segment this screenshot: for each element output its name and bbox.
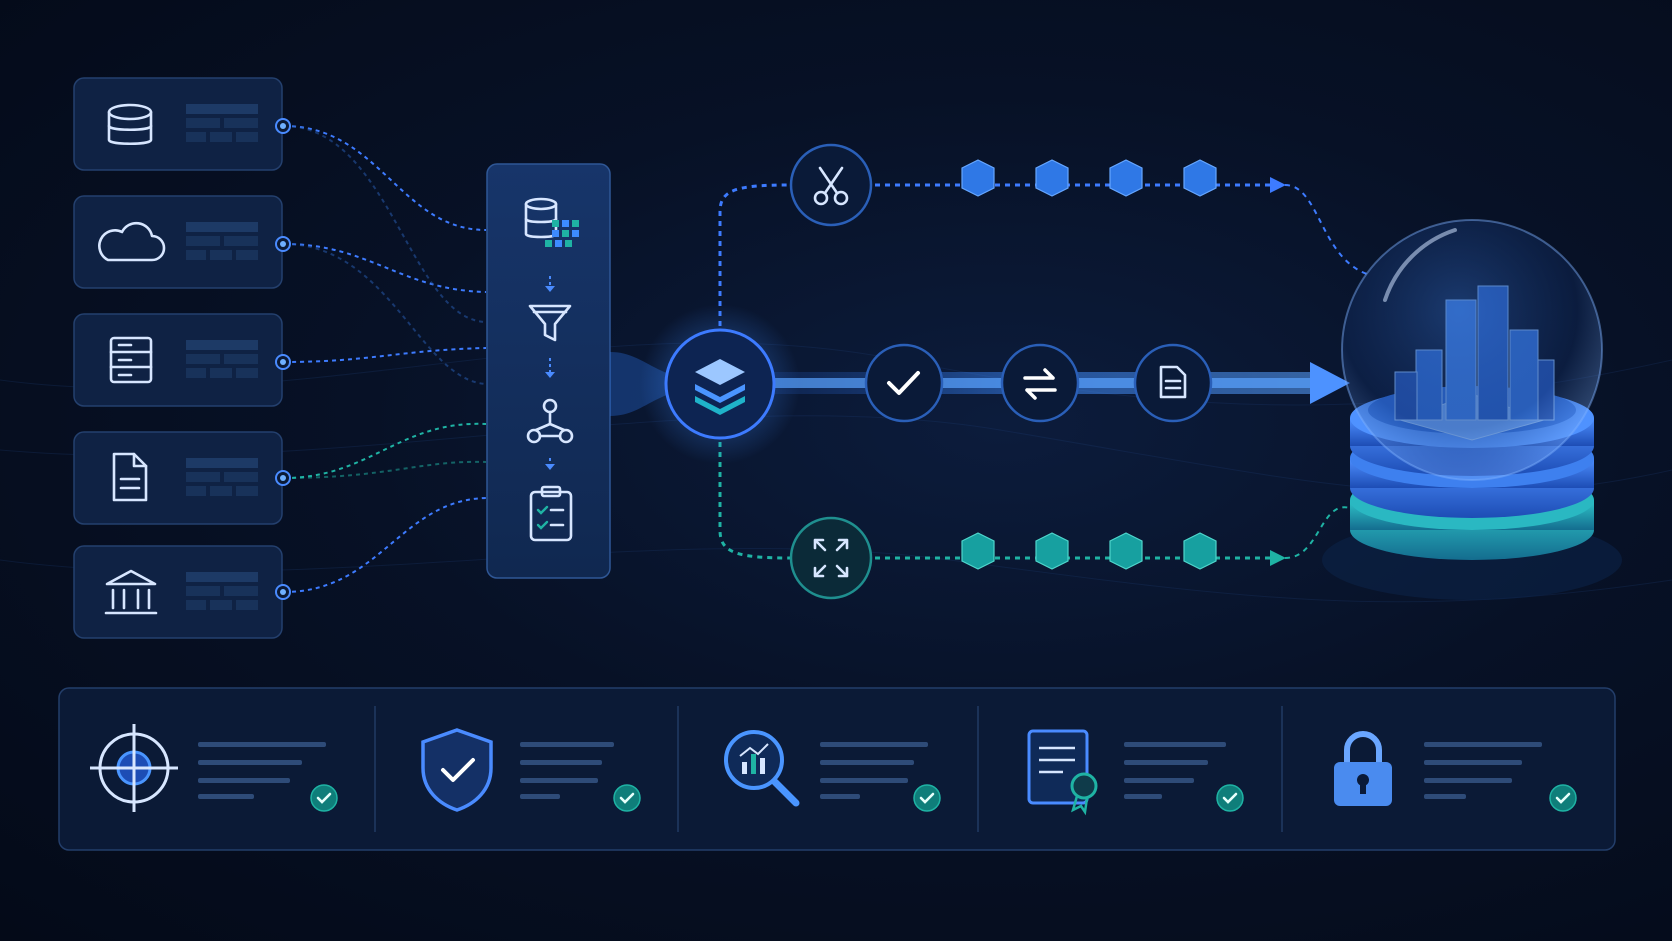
hub-node[interactable] bbox=[640, 304, 800, 464]
cube-icon bbox=[1035, 532, 1069, 570]
cube-icon bbox=[961, 159, 995, 197]
magnify-chart-icon bbox=[724, 730, 800, 807]
bottom-branch-cubes bbox=[961, 532, 1217, 570]
placeholder-text-lines bbox=[820, 742, 928, 799]
placeholder-text-lines bbox=[1124, 742, 1226, 799]
middle-node-document[interactable] bbox=[1133, 343, 1213, 423]
middle-node-transfer[interactable] bbox=[1000, 343, 1080, 423]
arrow-down-icon bbox=[545, 276, 555, 292]
cube-icon bbox=[1109, 532, 1143, 570]
certificate-icon bbox=[1027, 729, 1098, 816]
feature-item-shield[interactable] bbox=[421, 728, 641, 812]
check-circle-icon bbox=[1216, 784, 1244, 812]
padlock-icon bbox=[1334, 731, 1392, 806]
shield-check-icon bbox=[421, 728, 493, 812]
feature-item-analytics[interactable] bbox=[724, 730, 941, 812]
middle-node-check[interactable] bbox=[864, 343, 944, 423]
expand-node[interactable] bbox=[789, 516, 873, 600]
feature-item-target[interactable] bbox=[90, 724, 338, 812]
source-cards bbox=[73, 77, 283, 639]
placeholder-table bbox=[186, 458, 258, 496]
source-card-cloud[interactable] bbox=[73, 195, 283, 289]
arrow-down-icon bbox=[545, 458, 555, 470]
scissors-icon bbox=[813, 166, 849, 206]
bottom-branch-arrowhead bbox=[1270, 550, 1286, 566]
connector-dots bbox=[275, 118, 291, 600]
placeholder-table bbox=[186, 222, 258, 260]
feature-panel bbox=[58, 687, 1616, 851]
cube-icon bbox=[961, 532, 995, 570]
document-lines-icon bbox=[1159, 365, 1187, 399]
source-card-database[interactable] bbox=[73, 77, 283, 171]
feature-item-certificate[interactable] bbox=[1027, 729, 1244, 816]
cloud-icon bbox=[98, 221, 166, 262]
network-nodes-icon bbox=[526, 398, 574, 444]
check-circle-icon bbox=[310, 784, 338, 812]
target-crosshair-icon bbox=[90, 724, 178, 812]
processing-column[interactable] bbox=[486, 163, 611, 579]
source-card-document[interactable] bbox=[73, 431, 283, 525]
expand-arrows-icon bbox=[813, 538, 849, 578]
database-grid-icon bbox=[524, 197, 579, 247]
server-icon bbox=[109, 336, 153, 384]
check-circle-icon bbox=[913, 784, 941, 812]
check-circle-icon bbox=[1549, 784, 1577, 812]
cube-icon bbox=[1183, 532, 1217, 570]
check-icon bbox=[887, 371, 920, 395]
cube-icon bbox=[1109, 159, 1143, 197]
source-card-bank[interactable] bbox=[73, 545, 283, 639]
database-icon bbox=[107, 103, 153, 146]
bank-icon bbox=[104, 569, 158, 615]
document-icon bbox=[112, 452, 148, 502]
placeholder-table bbox=[186, 104, 258, 142]
placeholder-table bbox=[186, 572, 258, 610]
source-card-server[interactable] bbox=[73, 313, 283, 407]
scissors-node[interactable] bbox=[789, 143, 873, 227]
arrow-down-icon bbox=[545, 358, 555, 378]
checklist-clipboard-icon bbox=[529, 485, 573, 542]
top-branch-cubes bbox=[961, 159, 1217, 197]
transfer-arrows-icon bbox=[1023, 368, 1057, 400]
city-dome-data-store-icon[interactable] bbox=[1322, 219, 1622, 600]
cube-icon bbox=[1035, 159, 1069, 197]
placeholder-text-lines bbox=[520, 742, 614, 799]
placeholder-text-lines bbox=[1424, 742, 1542, 799]
placeholder-text-lines bbox=[198, 742, 326, 799]
filter-funnel-icon bbox=[528, 304, 572, 342]
cube-icon bbox=[1183, 159, 1217, 197]
source-connectors bbox=[283, 125, 487, 593]
top-branch-arrowhead bbox=[1270, 177, 1286, 193]
check-circle-icon bbox=[613, 784, 641, 812]
feature-item-lock[interactable] bbox=[1334, 731, 1577, 812]
beam-arrowhead bbox=[1310, 362, 1350, 404]
placeholder-table bbox=[186, 340, 258, 378]
layers-stack-icon bbox=[695, 359, 745, 415]
